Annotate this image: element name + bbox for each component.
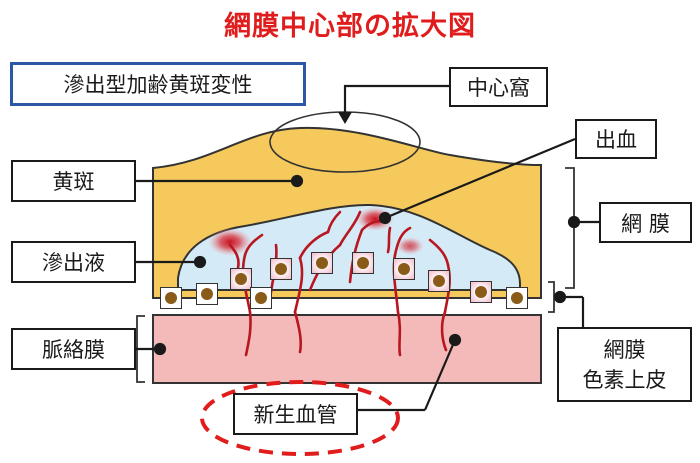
hemorrhage-icon [396, 237, 424, 255]
rpe-cell [506, 287, 528, 309]
rpe-label: 網膜 色素上皮 [557, 327, 692, 402]
pointer-arrow-icon [136, 84, 599, 412]
macula-label: 黄斑 [11, 160, 136, 202]
fovea-label: 中心窩 [449, 67, 548, 107]
hemorrhage-label: 出血 [575, 119, 657, 159]
rpe-cell [470, 281, 492, 303]
neovessel-highlight [200, 380, 400, 456]
rpe-cell [160, 287, 182, 309]
rpe-cell [352, 252, 374, 274]
rpe-cell [196, 283, 218, 305]
rpe-label-line2: 色素上皮 [582, 367, 667, 392]
neovessel-label: 新生血管 [233, 393, 358, 435]
rpe-cell [428, 270, 450, 292]
diagram-title: 網膜中心部の拡大図 [224, 11, 476, 42]
rpe-cell [393, 258, 415, 280]
condition-label: 滲出型加齢黄斑変性 [10, 62, 306, 106]
choroid-label: 脈絡膜 [11, 328, 136, 370]
rpe-cell [311, 252, 333, 274]
retina-label: 網 膜 [599, 202, 692, 243]
rpe-cell [250, 287, 272, 309]
rpe-cell [230, 268, 252, 290]
rpe-label-line1: 網膜 [603, 337, 646, 362]
exudate-label: 滲出液 [11, 241, 136, 283]
rpe-cell [270, 258, 292, 280]
hemorrhage-icon [208, 228, 252, 256]
choroid-layer [152, 314, 542, 384]
